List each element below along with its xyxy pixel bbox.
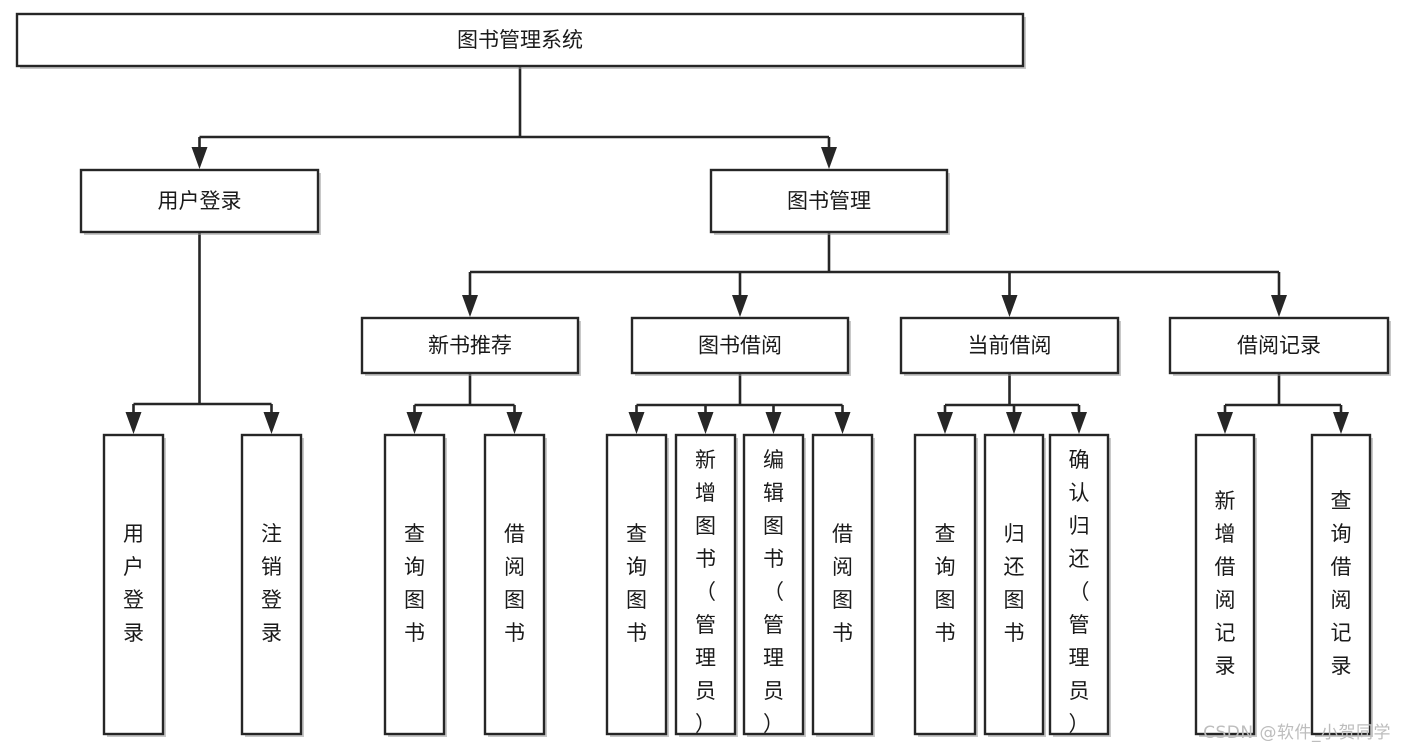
arrow-head-icon (732, 295, 748, 317)
node-label: 借阅图书 (832, 522, 853, 645)
node-leaf-新增图书管理员-5[interactable]: 新增图书（管理员） (674, 433, 738, 737)
node-label: 确认归还（管理员） (1069, 448, 1090, 736)
node-label: 新增借阅记录 (1215, 489, 1236, 678)
arrow-head-icon (1333, 412, 1349, 434)
node-leaf-确认归还管理员-10[interactable]: 确认归还（管理员） (1048, 433, 1111, 737)
node-leaf-查询图书-8[interactable]: 查询图书 (913, 433, 978, 737)
arrow-head-icon (937, 412, 953, 434)
arrow-head-icon (1217, 412, 1233, 434)
node-label: 图书管理系统 (457, 28, 583, 52)
node-leaf-查询图书-2[interactable]: 查询图书 (383, 433, 447, 737)
node-leaf-新增借阅记录-11[interactable]: 新增借阅记录 (1194, 433, 1257, 737)
arrow-head-icon (263, 412, 280, 434)
node-leaf-借阅图书-7[interactable]: 借阅图书 (811, 433, 875, 737)
connector-group (628, 373, 851, 434)
node-label: 用户登录 (123, 522, 144, 645)
node-l2-用户登录-0[interactable]: 用户登录 (79, 168, 321, 235)
connector-group (937, 373, 1087, 434)
node-label: 图书管理 (787, 189, 871, 213)
node-label: 图书借阅 (698, 334, 782, 358)
arrow-head-icon (765, 412, 782, 434)
node-label: 借阅图书 (504, 522, 525, 645)
arrow-head-icon (834, 412, 851, 434)
connector-group (191, 66, 837, 169)
node-leaf-查询借阅记录-12[interactable]: 查询借阅记录 (1310, 433, 1373, 737)
node-label: 新书推荐 (428, 334, 512, 358)
arrow-head-icon (1271, 295, 1287, 317)
node-label: 新增图书（管理员） (695, 448, 716, 736)
arrow-head-icon (821, 147, 837, 169)
node-l3-图书借阅-1[interactable]: 图书借阅 (630, 316, 851, 376)
arrow-head-icon (125, 412, 142, 434)
node-label: 编辑图书（管理员） (763, 448, 784, 736)
node-label: 查询借阅记录 (1331, 489, 1352, 678)
node-label: 查询图书 (404, 522, 425, 645)
connector-group (462, 232, 1287, 317)
arrow-head-icon (1071, 412, 1087, 434)
arrow-head-icon (1006, 412, 1022, 434)
node-leaf-编辑图书管理员-6[interactable]: 编辑图书（管理员） (742, 433, 806, 737)
node-label: 查询图书 (626, 522, 647, 645)
node-layer: 图书管理系统用户登录图书管理新书推荐图书借阅当前借阅借阅记录用户登录注销登录查询… (15, 12, 1391, 737)
arrow-head-icon (628, 412, 645, 434)
arrow-head-icon (506, 412, 523, 434)
connector-group (1217, 373, 1349, 434)
node-leaf-用户登录-0[interactable]: 用户登录 (102, 433, 166, 737)
arrow-head-icon (406, 412, 423, 434)
node-leaf-借阅图书-3[interactable]: 借阅图书 (483, 433, 547, 737)
node-l3-当前借阅-2[interactable]: 当前借阅 (899, 316, 1121, 376)
node-label: 归还图书 (1004, 522, 1025, 645)
node-l3-新书推荐-0[interactable]: 新书推荐 (360, 316, 581, 376)
arrow-head-icon (191, 147, 208, 169)
connector-layer (125, 66, 1349, 434)
connector-group (125, 232, 280, 434)
node-label: 查询图书 (935, 522, 956, 645)
connector-group (406, 373, 523, 434)
node-label: 用户登录 (158, 189, 242, 213)
node-label: 借阅记录 (1237, 334, 1321, 358)
node-label: 当前借阅 (968, 334, 1052, 358)
node-l2-图书管理-1[interactable]: 图书管理 (709, 168, 950, 235)
node-l3-借阅记录-3[interactable]: 借阅记录 (1168, 316, 1391, 376)
node-root-图书管理系统-0[interactable]: 图书管理系统 (15, 12, 1026, 69)
arrow-head-icon (697, 412, 714, 434)
node-label: 注销登录 (261, 522, 282, 645)
node-leaf-归还图书-9[interactable]: 归还图书 (983, 433, 1046, 737)
arrow-head-icon (1001, 295, 1018, 317)
node-leaf-注销登录-1[interactable]: 注销登录 (240, 433, 304, 737)
arrow-head-icon (462, 295, 478, 317)
node-leaf-查询图书-4[interactable]: 查询图书 (605, 433, 669, 737)
